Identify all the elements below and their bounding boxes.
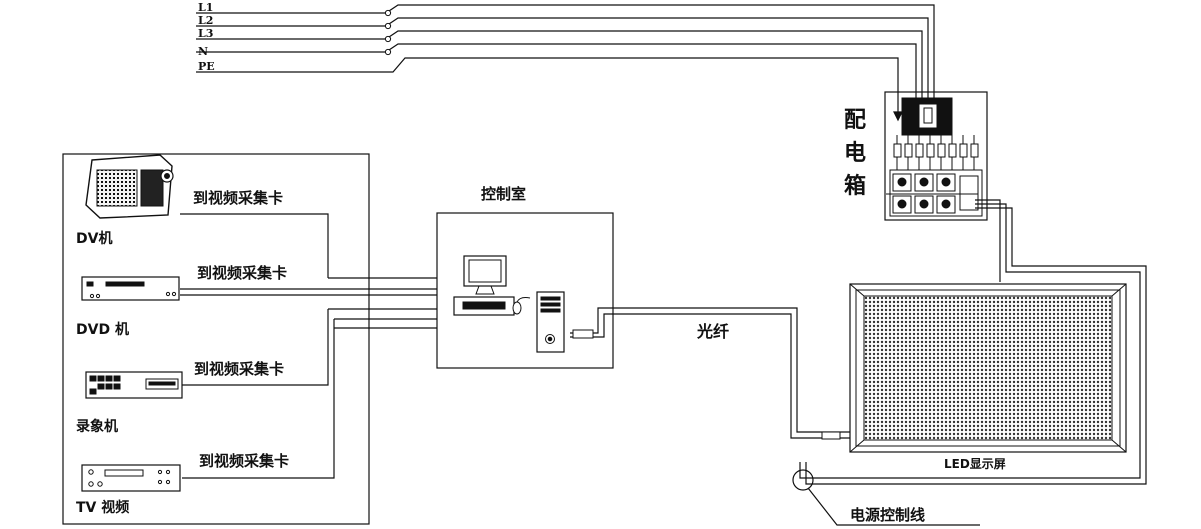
dv-camera-icon <box>85 154 174 219</box>
vcr-label: 录象机 <box>76 418 118 435</box>
distribution-box <box>884 91 988 221</box>
tv-tuner-target: 到视频采集卡 <box>199 452 289 470</box>
power-control-line-leader <box>807 487 980 526</box>
dvd-player-target: 到视频采集卡 <box>197 264 287 282</box>
contactor-block <box>886 169 983 217</box>
cable-junction <box>792 469 814 491</box>
power-supply-lines <box>196 4 935 122</box>
phase-label-pe: PE <box>198 60 215 73</box>
phase-label-l3: L3 <box>198 27 213 40</box>
phase-label-l1: L1 <box>198 1 213 14</box>
sources-panel <box>62 153 370 525</box>
power-control-cables <box>799 199 1147 485</box>
switch-contacts <box>384 9 392 56</box>
breaker-row <box>893 135 979 172</box>
control-room <box>180 212 614 369</box>
distribution-box-label-char-1: 配电箱 <box>844 108 866 199</box>
dv-camera-label: DV机 <box>76 230 112 247</box>
keyboard-icon <box>453 296 531 316</box>
fiber-label: 光纤 <box>696 322 729 341</box>
distribution-box-label: 配电箱 <box>844 108 866 199</box>
computer-tower-icon <box>536 291 565 353</box>
video-inputs <box>180 277 437 329</box>
power-control-line-label: 电源控制线 <box>850 506 925 524</box>
distribution-box-label-char: 箱 <box>844 173 866 199</box>
monitor-icon <box>463 255 507 295</box>
tv-tuner-line <box>182 319 335 479</box>
vcr-line <box>182 309 329 386</box>
tv-tuner-icon <box>81 464 181 492</box>
dvd-player-label: DVD 机 <box>76 321 129 338</box>
led-screen-label: LED显示屏 <box>944 457 1006 471</box>
vcr-target: 到视频采集卡 <box>194 360 284 378</box>
led-screen <box>849 283 1127 453</box>
fiber-connector-controller <box>572 329 594 339</box>
phase-label-n: N <box>198 45 208 58</box>
distribution-box-label-char: 配 <box>844 108 866 133</box>
tv-tuner-label: TV 视频 <box>76 499 129 516</box>
fiber-connector-screen <box>821 431 841 440</box>
dv-camera-line <box>180 213 329 278</box>
distribution-box-label-char: 电 <box>844 141 866 166</box>
dvd-player-icon <box>81 276 180 301</box>
dv-camera-target: 到视频采集卡 <box>193 189 283 207</box>
phase-labels: L1 L2 L3 N PE <box>198 1 215 73</box>
phase-label-l2: L2 <box>198 14 213 27</box>
vcr-icon <box>85 371 183 399</box>
control-room-label: 控制室 <box>481 185 526 203</box>
